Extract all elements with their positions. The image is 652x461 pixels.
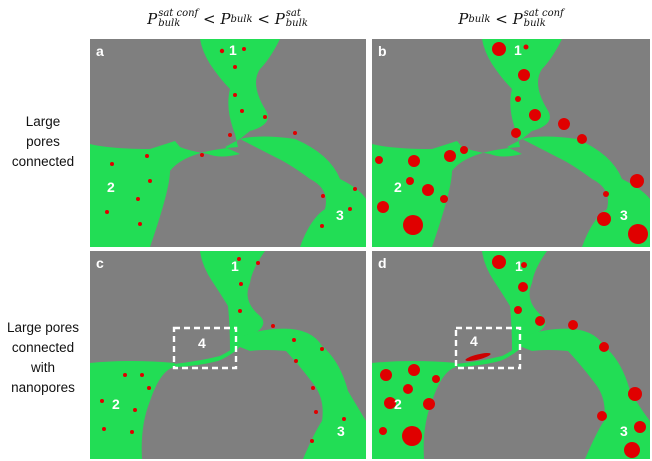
droplets (379, 255, 646, 458)
droplets (100, 257, 346, 443)
pore-label-2: 2 (112, 396, 120, 412)
pore-label-1: 1 (515, 258, 523, 274)
nanopore-highlight-box (454, 326, 522, 370)
pore-label-3: 3 (336, 207, 344, 223)
pore-label-3: 3 (337, 423, 345, 439)
pore-label-4: 4 (198, 335, 206, 351)
panel-letter: a (96, 43, 104, 59)
pore-label-1: 1 (229, 42, 237, 58)
panel-letter: b (378, 43, 387, 59)
pore-label-3: 3 (620, 207, 628, 223)
pore-label-1: 1 (514, 42, 522, 58)
pore-label-2: 2 (394, 396, 402, 412)
panel-c: c 1 2 3 4 (90, 251, 366, 459)
nanopore-highlight-box (172, 326, 238, 370)
pore-label-4: 4 (470, 333, 478, 349)
nanopore-droplet (465, 352, 491, 362)
pore-label-2: 2 (107, 179, 115, 195)
panel-d: d 1 2 3 4 (372, 251, 650, 459)
panel-a: a 1 2 3 (90, 39, 366, 247)
panel-letter: c (96, 255, 104, 271)
droplets (375, 42, 648, 244)
droplets (105, 47, 357, 228)
pore-label-3: 3 (620, 423, 628, 439)
panel-b: b 1 2 3 (372, 39, 650, 247)
panel-letter: d (378, 255, 387, 271)
pore-label-2: 2 (394, 179, 402, 195)
pore-label-1: 1 (231, 258, 239, 274)
